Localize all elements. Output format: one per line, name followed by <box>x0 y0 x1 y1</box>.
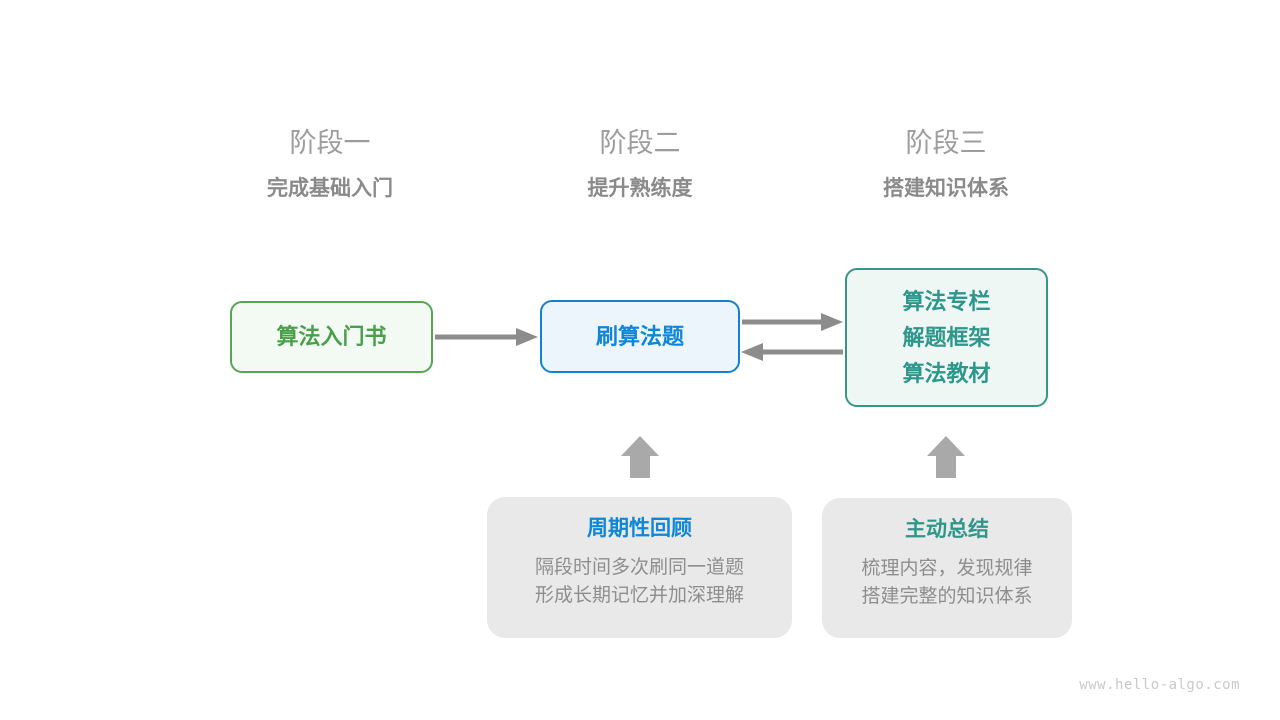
phase-title: 阶段二 <box>599 128 681 158</box>
note-periodic-review: 周期性回顾 隔段时间多次刷同一道题 形成长期记忆并加深理解 <box>487 497 792 638</box>
phase-header-3: 阶段三 搭建知识体系 <box>786 128 1106 202</box>
block-arrow-up-icon <box>927 436 965 478</box>
node-intro-book: 算法入门书 <box>230 301 433 373</box>
watermark: www.hello-algo.com <box>1079 677 1240 693</box>
phase-subtitle: 搭建知识体系 <box>883 177 1009 200</box>
node-practice: 刷算法题 <box>540 300 740 373</box>
node-knowledge-system: 算法专栏 解题框架 算法教材 <box>845 268 1048 407</box>
node-label: 刷算法题 <box>595 323 684 349</box>
note-body: 隔段时间多次刷同一道题 形成长期记忆并加深理解 <box>487 554 792 610</box>
node-label: 算法教材 <box>902 360 991 386</box>
note-body: 梳理内容，发现规律 搭建完整的知识体系 <box>822 555 1072 611</box>
note-title: 周期性回顾 <box>587 517 692 540</box>
note-active-summary: 主动总结 梳理内容，发现规律 搭建完整的知识体系 <box>822 498 1072 638</box>
phase-title: 阶段三 <box>905 128 987 158</box>
note-line: 搭建完整的知识体系 <box>861 586 1033 607</box>
phase-subtitle: 完成基础入门 <box>267 177 393 200</box>
arrow-right-icon <box>435 328 538 346</box>
phase-subtitle: 提升熟练度 <box>587 177 693 200</box>
note-title: 主动总结 <box>905 518 989 541</box>
phase-title: 阶段一 <box>289 128 371 158</box>
note-line: 隔段时间多次刷同一道题 <box>534 557 744 578</box>
node-label: 解题框架 <box>902 324 991 350</box>
arrow-left-icon <box>741 343 843 361</box>
block-arrow-up-icon <box>621 436 659 478</box>
note-line: 形成长期记忆并加深理解 <box>534 585 744 606</box>
arrow-right-icon <box>742 313 843 331</box>
phase-header-1: 阶段一 完成基础入门 <box>170 128 490 202</box>
node-label: 算法入门书 <box>276 324 387 349</box>
phase-header-2: 阶段二 提升熟练度 <box>480 128 800 202</box>
note-line: 梳理内容，发现规律 <box>861 558 1033 579</box>
node-label: 算法专栏 <box>902 288 991 314</box>
